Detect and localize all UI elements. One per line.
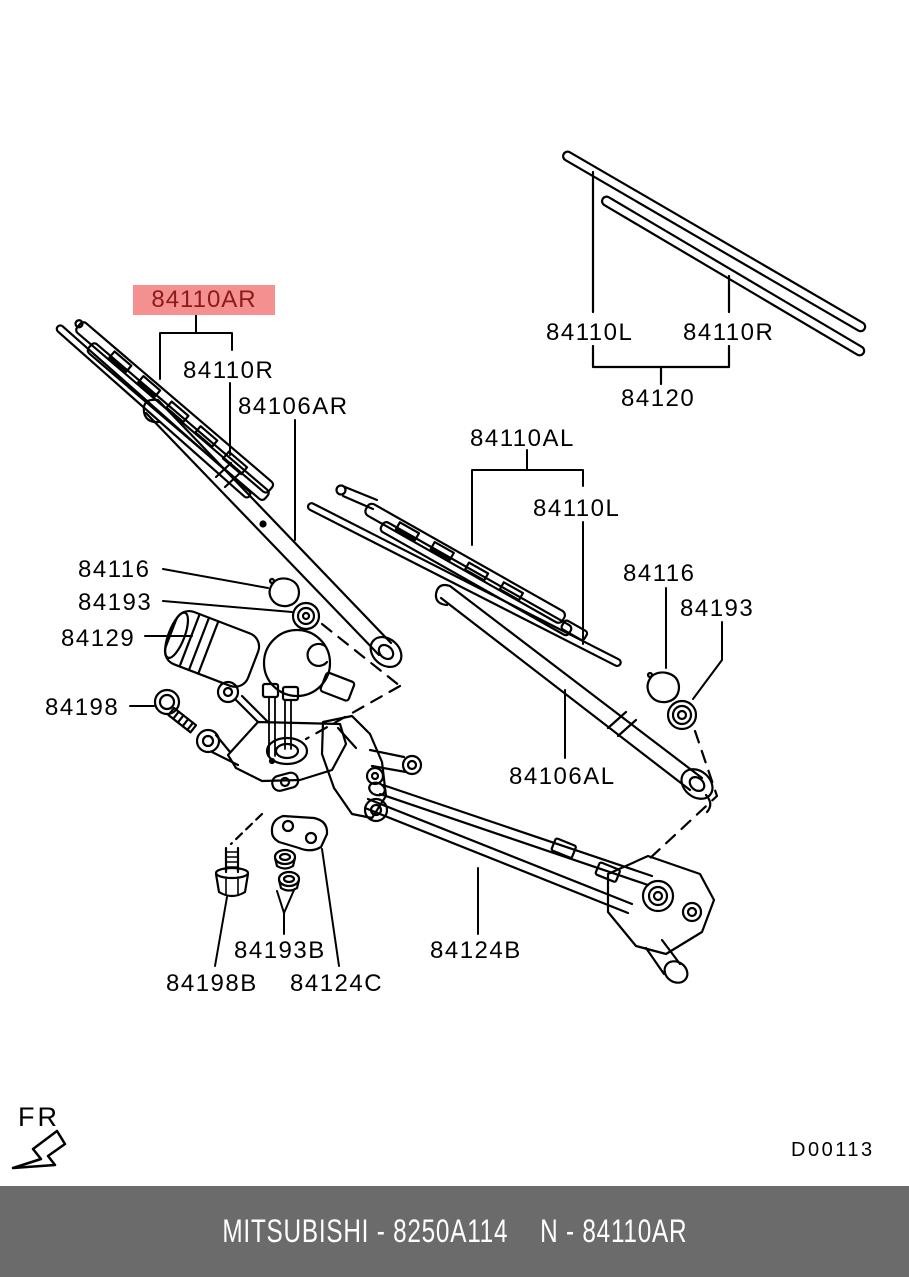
bracket-84120 <box>591 170 731 386</box>
part-label-84110l-mid[interactable]: 84110L <box>533 495 621 522</box>
part-label-84193-left[interactable]: 84193 <box>78 589 153 616</box>
part-label-84106al[interactable]: 84106AL <box>509 763 616 790</box>
leader-84193-left <box>162 600 293 613</box>
fr-orientation-label: FR <box>18 1102 60 1132</box>
part-label-84124b[interactable]: 84124B <box>430 937 522 964</box>
pivot-nut-left-drawing <box>291 601 321 631</box>
fr-arrow-icon <box>11 1129 67 1170</box>
mount-bolt-84198-drawing <box>153 688 198 734</box>
alignment-dashed-lines <box>229 622 719 862</box>
leader-84198b <box>214 896 228 967</box>
part-label-84110al[interactable]: 84110AL <box>470 425 575 452</box>
leader-84116-left <box>162 568 269 589</box>
link-rods-drawing <box>363 781 654 915</box>
pivot-cap-right-drawing <box>646 671 681 704</box>
part-label-84198[interactable]: 84198 <box>45 694 120 721</box>
part-label-84124c[interactable]: 84124C <box>290 970 384 997</box>
part-label-84110r-top[interactable]: 84110R <box>683 319 775 346</box>
part-label-84193b[interactable]: 84193B <box>234 937 326 964</box>
linkage-frame-drawing <box>195 680 423 823</box>
footer-text: MITSUBISHI - 8250A114 N - 84110AR <box>222 1213 687 1250</box>
pivot-nut-right-drawing <box>666 699 698 731</box>
bracket-plate-84124c-drawing <box>270 814 329 852</box>
part-label-84198b[interactable]: 84198B <box>166 970 258 997</box>
leader-84193b <box>276 889 295 935</box>
leader-lines <box>129 314 723 967</box>
part-label-84120[interactable]: 84120 <box>621 385 696 412</box>
part-label-84106ar[interactable]: 84106AR <box>238 393 349 420</box>
nuts-84193b-drawing <box>273 848 301 892</box>
leader-84193-right <box>692 621 723 700</box>
right-pivot-assembly-drawing <box>606 854 716 984</box>
pivot-cap-left-drawing <box>268 577 301 608</box>
wiper-motor-drawing <box>163 609 356 765</box>
part-label-84116-left[interactable]: 84116 <box>78 556 151 583</box>
wiper-arm-right-drawing <box>142 398 403 669</box>
bracket-84110al <box>471 449 584 546</box>
refill-strips-drawing <box>562 150 867 357</box>
footer-reference: N - 84110AR <box>539 1213 687 1249</box>
part-label-84110r-left[interactable]: 84110R <box>183 357 275 384</box>
footer-bar: MITSUBISHI - 8250A114 N - 84110AR <box>0 1186 909 1277</box>
footer-brand-part: MITSUBISHI - 8250A114 <box>222 1213 508 1249</box>
wiper-blade-left-drawing <box>306 484 622 668</box>
drawing-code: D00113 <box>791 1139 875 1161</box>
bracket-84110ar <box>159 314 233 380</box>
leader-84124c <box>321 848 340 967</box>
part-label-84193-right[interactable]: 84193 <box>680 595 755 622</box>
part-label-84116-right[interactable]: 84116 <box>623 560 696 587</box>
bolt-84198b-drawing <box>214 846 250 898</box>
part-label-84129[interactable]: 84129 <box>61 625 136 652</box>
part-label-84110l-top[interactable]: 84110L <box>546 319 634 346</box>
part-label-84110ar-highlighted[interactable]: 84110AR <box>133 285 275 315</box>
